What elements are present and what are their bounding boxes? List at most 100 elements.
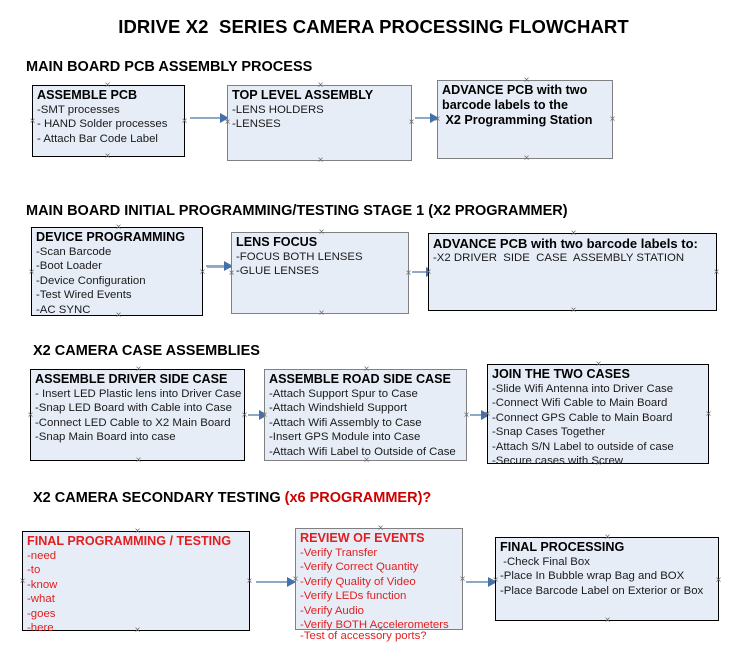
node-line: -Slide Wifi Antenna into Driver Case [492, 383, 674, 395]
node-line: -LENSES [232, 118, 281, 131]
node-title: FINAL PROCESSING [500, 540, 625, 554]
handle-left[interactable] [26, 411, 35, 420]
section-heading-1: MAIN BOARD PCB ASSEMBLY PROCESS [26, 59, 313, 75]
node-line: -Connect GPS Cable to Main Board [492, 411, 673, 424]
handle-right[interactable] [714, 576, 723, 585]
node-line: -Insert GPS Module into Case [269, 431, 421, 444]
handle-top[interactable] [114, 223, 123, 232]
handle-left[interactable] [223, 118, 232, 127]
node-device-programming[interactable]: DEVICE PROGRAMMING -Scan Barcode -Boot L… [31, 227, 203, 316]
section-heading-2: MAIN BOARD INITIAL PROGRAMMING/TESTING S… [26, 203, 568, 219]
handle-right[interactable] [407, 118, 416, 127]
node-content: FINAL PROGRAMMING / TESTING -need -to -k… [27, 534, 247, 635]
node-join-the-two-cases[interactable]: JOIN THE TWO CASES -Slide Wifi Antenna i… [487, 364, 709, 467]
page-title: IDRIVE X2 SERIES CAMERA PROCESSING FLOWC… [118, 16, 629, 37]
handle-right[interactable] [180, 117, 189, 126]
handle-bottom[interactable] [522, 154, 531, 163]
handle-bottom[interactable] [376, 625, 385, 634]
node-final-processing[interactable]: FINAL PROCESSING -Check Final Box -Place… [495, 537, 719, 621]
node-lens-focus[interactable]: LENS FOCUS -FOCUS BOTH LENSES -GLUE LENS… [231, 232, 409, 314]
arrow-4-1 [256, 577, 296, 587]
handle-left[interactable] [424, 268, 433, 277]
handle-bottom[interactable] [569, 306, 578, 315]
handle-top[interactable] [569, 229, 578, 238]
node-content: ADVANCE PCB with two barcode labels to: … [433, 236, 714, 265]
node-line: -Device Configuration [36, 274, 146, 287]
section-heading-4-accent: (x6 PROGRAMMER)? [284, 490, 432, 506]
handle-left[interactable] [491, 576, 500, 585]
node-line: -Secure cases with Screw [492, 455, 624, 468]
node-top-level-assembly[interactable]: TOP LEVEL ASSEMBLY -LENS HOLDERS -LENSES [227, 85, 412, 161]
node-title: ADVANCE PCB with two [442, 83, 588, 97]
handle-right[interactable] [704, 410, 713, 419]
node-content: DEVICE PROGRAMMING -Scan Barcode -Boot L… [36, 230, 200, 317]
handle-top[interactable] [134, 365, 143, 374]
node-line: -GLUE LENSES [236, 265, 319, 278]
handle-left[interactable] [18, 577, 27, 586]
handle-left[interactable] [227, 269, 236, 278]
handle-left[interactable] [291, 575, 300, 584]
node-advance-pcb-station[interactable]: ADVANCE PCB with two barcode labels to t… [437, 80, 613, 159]
handle-bottom[interactable] [317, 309, 326, 318]
node-title: DEVICE PROGRAMMING [36, 230, 186, 244]
node-line: -Attach Wifi Label to Outside of Case [269, 445, 456, 458]
node-line: -SMT processes [37, 104, 120, 116]
node-title: ASSEMBLE PCB [37, 88, 138, 102]
node-review-of-events[interactable]: REVIEW OF EVENTS -Verify Transfer -Verif… [295, 528, 463, 642]
node-assemble-driver-side-case[interactable]: ASSEMBLE DRIVER SIDE CASE - Insert LED P… [30, 369, 245, 461]
handle-top[interactable] [362, 365, 371, 374]
handle-top[interactable] [376, 524, 385, 533]
node-title: FINAL PROGRAMMING / TESTING [27, 534, 232, 548]
node-line: -Verify LEDs function [300, 590, 407, 603]
node-line: -Snap LED Board with Cable into Case [35, 402, 232, 415]
handle-left[interactable] [433, 115, 442, 124]
node-content: REVIEW OF EVENTS -Verify Transfer -Verif… [300, 531, 460, 632]
node-title: ASSEMBLE DRIVER SIDE CASE [35, 372, 228, 386]
node-advance-pcb-driver-side[interactable]: ADVANCE PCB with two barcode labels to: … [428, 233, 717, 311]
node-line: -Verify Quality of Video [300, 575, 416, 588]
handle-left[interactable] [28, 117, 37, 126]
node-line: -Snap Main Board into case [35, 431, 176, 444]
handle-bottom[interactable] [114, 311, 123, 320]
handle-bottom[interactable] [594, 459, 603, 468]
section-heading-4-text: X2 CAMERA SECONDARY TESTING [33, 490, 285, 506]
node-final-programming-testing[interactable]: FINAL PROGRAMMING / TESTING -need -to -k… [22, 531, 250, 634]
handle-top[interactable] [317, 228, 326, 237]
node-line: -know [27, 578, 58, 591]
node-assemble-pcb[interactable]: ASSEMBLE PCB -SMT processes - HAND Solde… [32, 85, 185, 157]
handle-right[interactable] [712, 268, 721, 277]
handle-bottom[interactable] [103, 152, 112, 161]
node-title: REVIEW OF EVENTS [300, 531, 425, 545]
handle-left[interactable] [27, 268, 36, 277]
handle-bottom[interactable] [362, 456, 371, 465]
handle-left[interactable] [260, 411, 269, 420]
handle-top[interactable] [603, 533, 612, 542]
arrow-head-icon [224, 261, 233, 271]
handle-bottom[interactable] [133, 626, 142, 635]
arrow-2-1 [206, 261, 233, 271]
handle-right[interactable] [608, 115, 617, 124]
node-assemble-road-side-case[interactable]: ASSEMBLE ROAD SIDE CASE -Attach Support … [264, 369, 467, 461]
handle-right[interactable] [198, 268, 207, 277]
handle-bottom[interactable] [134, 456, 143, 465]
node-line: -to [27, 564, 41, 577]
handle-left[interactable] [483, 410, 492, 419]
handle-top[interactable] [316, 81, 325, 90]
node-line: -Verify Audio [300, 604, 364, 617]
node-line: -Snap Cases Together [492, 426, 606, 439]
node-line: -Connect LED Cable to X2 Main Board [35, 416, 231, 429]
node-line: -Place In Bubble wrap Bag and BOX [500, 570, 685, 583]
node-line: -Attach Wifi Assembly to Case [269, 416, 422, 429]
node-content: ASSEMBLE DRIVER SIDE CASE - Insert LED P… [35, 372, 242, 445]
handle-top[interactable] [133, 527, 142, 536]
node-title: LENS FOCUS [236, 235, 318, 249]
handle-top[interactable] [594, 360, 603, 369]
handle-right[interactable] [245, 577, 254, 586]
handle-bottom[interactable] [316, 156, 325, 165]
handle-top[interactable] [103, 81, 112, 90]
connector-stub-2-a [207, 267, 231, 269]
handle-bottom[interactable] [603, 616, 612, 625]
handle-top[interactable] [522, 76, 531, 85]
node-line: -here [27, 622, 54, 635]
node-line: -Connect Wifi Cable to Main Board [492, 397, 668, 410]
